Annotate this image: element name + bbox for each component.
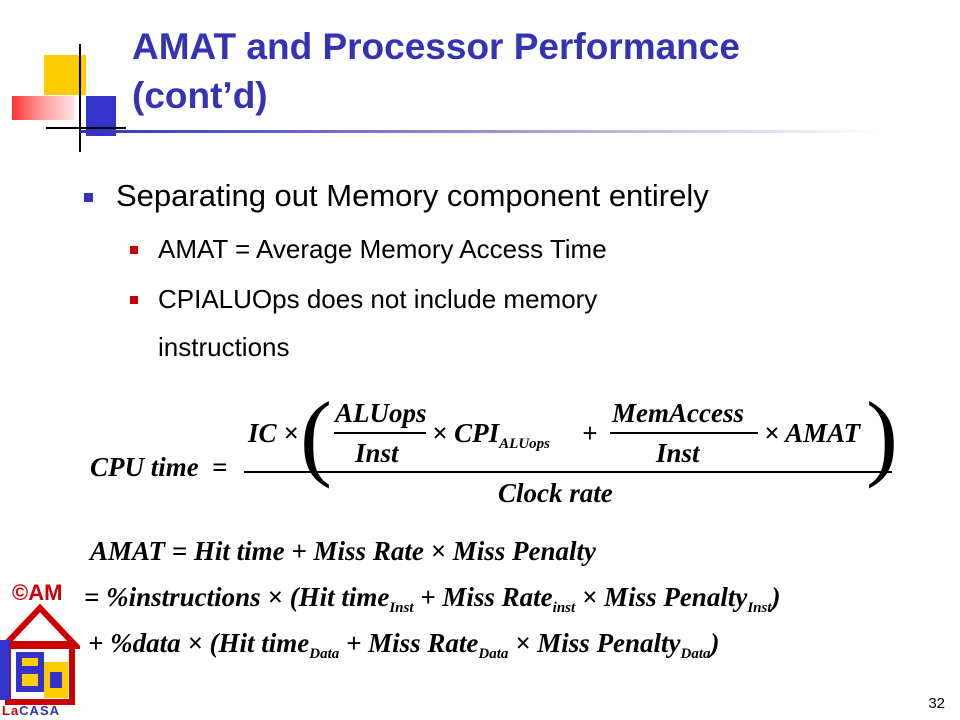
- cpi-term: × CPIALUops: [432, 418, 550, 452]
- lacasa-name: LaCASA: [2, 703, 61, 718]
- memaccess-fraction-line: [610, 432, 758, 434]
- corner-decoration: [12, 44, 126, 152]
- bullet-cpialuops: CPIALUOps does not include memory: [158, 284, 598, 314]
- cpu-time-label: CPU time: [90, 452, 199, 482]
- bullet-square-icon: [84, 193, 93, 202]
- ic-term: IC ×: [248, 418, 299, 448]
- copyright-mark: ©AM: [12, 580, 63, 605]
- bullet-amat-definition: AMAT = Average Memory Access Time: [158, 234, 607, 264]
- clock-rate-denominator: Clock rate: [498, 478, 613, 508]
- bullet-cpialuops-cont: instructions: [158, 332, 290, 362]
- amat-equation-line-1: AMAT = Hit time + Miss Rate × Miss Penal…: [90, 536, 596, 566]
- bullet-square-icon: [130, 296, 138, 304]
- bullet-separating: Separating out Memory component entirely: [116, 178, 709, 213]
- right-paren: ): [866, 382, 898, 489]
- bullet-square-icon: [130, 246, 138, 254]
- page-number: 32: [928, 695, 945, 712]
- title-underline: [80, 130, 880, 133]
- aluops-fraction-line: [334, 432, 426, 434]
- left-paren: (: [300, 382, 332, 489]
- memaccess-numerator: MemAccess: [612, 398, 744, 428]
- slide-title: AMAT and Processor Performance (cont’d): [132, 22, 932, 120]
- title-line-2: (cont’d): [132, 75, 268, 116]
- lacasa-logo-icon: [0, 603, 80, 705]
- aluops-numerator: ALUops: [335, 398, 427, 428]
- equals-sign: =: [212, 452, 228, 482]
- inst-denominator-2: Inst: [656, 438, 700, 468]
- plus-sign: +: [582, 418, 598, 448]
- amat-term: × AMAT: [764, 418, 861, 448]
- main-fraction-line: [244, 471, 892, 473]
- amat-equation-line-2: = %instructions × (Hit timeInst + Miss R…: [84, 582, 781, 616]
- inst-denominator-1: Inst: [355, 438, 399, 468]
- title-line-1: AMAT and Processor Performance: [132, 26, 740, 67]
- amat-equation-line-3: + %data × (Hit timeData + Miss RateData …: [88, 628, 720, 662]
